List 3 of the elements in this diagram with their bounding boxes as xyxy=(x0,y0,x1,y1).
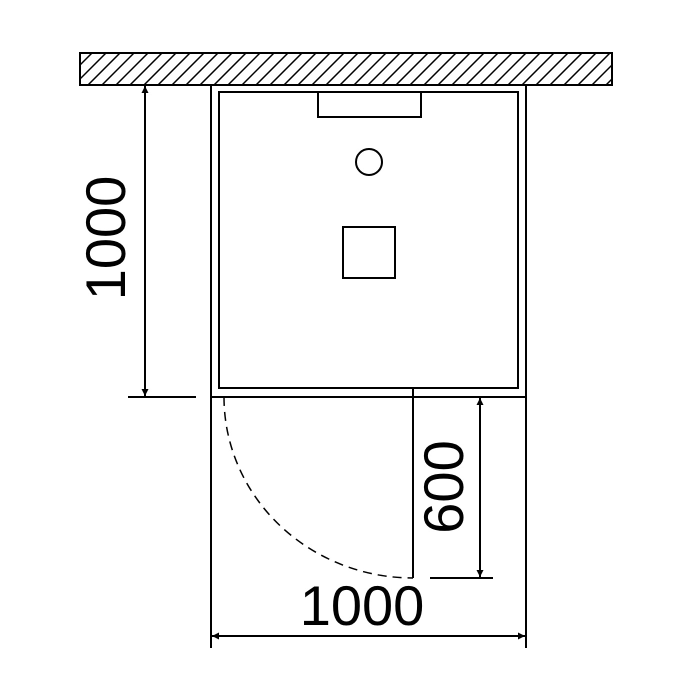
dimension-label: 600 xyxy=(416,440,472,534)
dimension-label: 1000 xyxy=(300,578,424,634)
dimension-label: 1000 xyxy=(78,176,134,300)
